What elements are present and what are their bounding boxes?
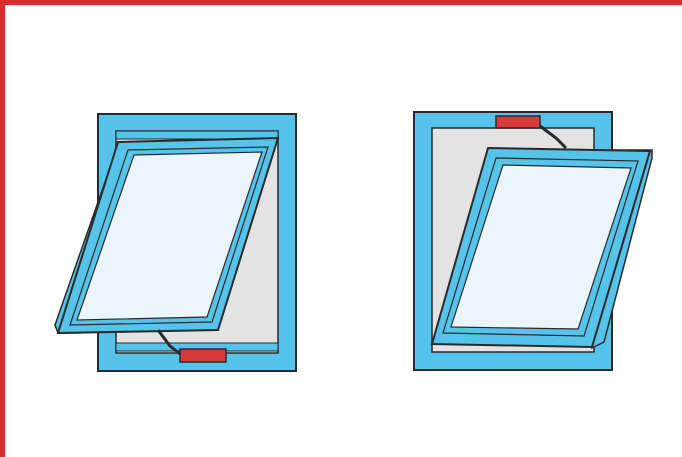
window-right <box>413 111 653 371</box>
right-restrictor-arm <box>539 124 568 150</box>
left-glass <box>76 151 263 321</box>
left-restrictor-arm <box>156 329 181 356</box>
left-top-ledge <box>115 130 279 140</box>
window-left <box>54 113 297 372</box>
chain-restrictor-icon <box>179 348 227 363</box>
chain-restrictor-icon <box>495 115 541 129</box>
right-glass <box>450 164 632 330</box>
